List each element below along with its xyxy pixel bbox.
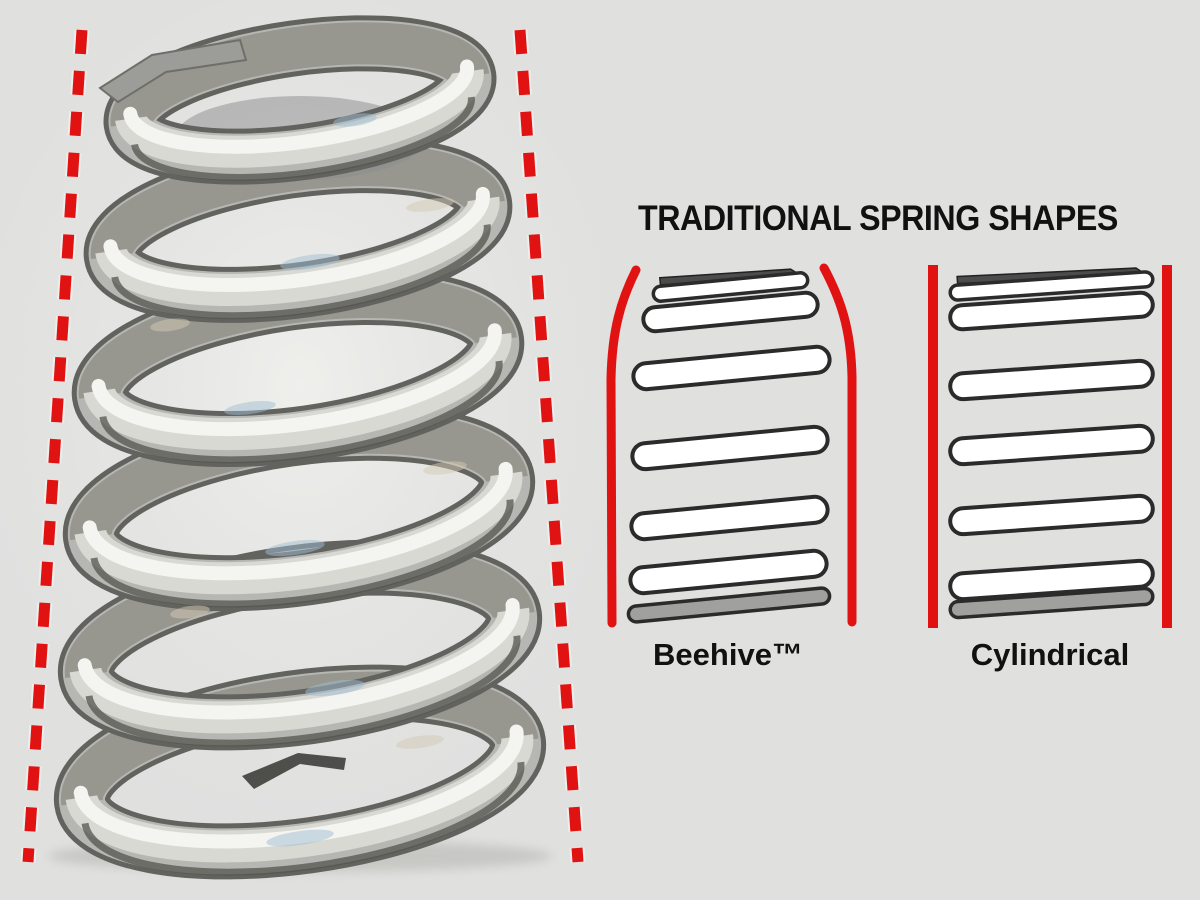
traditional-shapes-panel: TRADITIONAL SPRING SHAPES Beehive™ Cylin… — [600, 0, 1200, 900]
cylindrical-diagram — [928, 265, 1172, 628]
beehive-diagram — [606, 263, 857, 628]
reflection-highlight — [266, 829, 334, 847]
diagram-coil — [628, 548, 829, 596]
diagram-coil — [629, 494, 830, 542]
reflection-highlight — [396, 735, 444, 749]
diagram-title: TRADITIONAL SPRING SHAPES — [638, 199, 1118, 238]
diagram-coil — [630, 424, 830, 472]
diagram-coil — [948, 423, 1155, 467]
diagram-coil — [948, 270, 1155, 302]
reflection-highlight — [265, 539, 325, 557]
diagram-coil — [948, 358, 1155, 402]
reflection-highlight — [224, 401, 276, 415]
reflection-highlight — [150, 318, 190, 332]
diagram-coil — [948, 493, 1155, 537]
outline-guide-left — [606, 265, 641, 628]
reflection-highlight — [170, 605, 210, 619]
reflection-highlight — [406, 198, 454, 212]
outline-guide-right — [819, 263, 857, 627]
wire-end-bottom — [242, 753, 346, 789]
dashed-guide-left — [22, 29, 88, 863]
spring-turn — [103, 15, 497, 185]
diagram-coil — [641, 290, 820, 334]
diagram-coil — [948, 290, 1155, 332]
reflection-highlight — [333, 113, 377, 127]
diagram-coil — [626, 586, 832, 624]
spring-photo — [0, 0, 600, 880]
diagram-coil — [631, 344, 832, 392]
diagram-coil — [651, 271, 810, 303]
reflection-highlight — [280, 253, 340, 271]
reflection-highlight — [423, 461, 467, 475]
diagram-coil — [948, 558, 1155, 602]
cylindrical-label: Cylindrical — [970, 637, 1130, 672]
wire-end-top — [98, 38, 248, 104]
beehive-label: Beehive™ — [653, 637, 803, 672]
dashed-guide-right — [514, 29, 584, 863]
reflection-highlight — [305, 679, 365, 697]
